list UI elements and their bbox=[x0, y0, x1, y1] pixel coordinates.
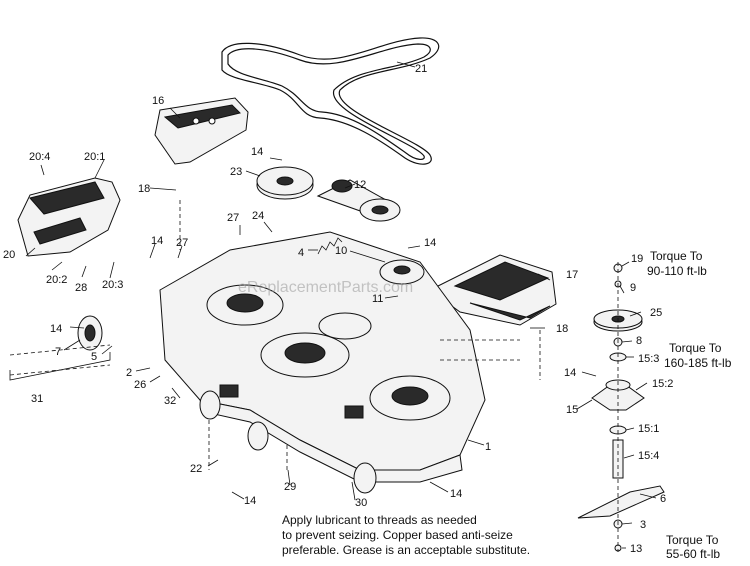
instruction-line-2: to prevent seizing. Copper based anti-se… bbox=[282, 528, 513, 542]
label-18-left: 18 bbox=[138, 183, 150, 195]
label-20: 20 bbox=[3, 249, 15, 261]
leader-lines bbox=[25, 61, 657, 549]
label-27-center: 27 bbox=[227, 212, 239, 224]
label-21: 21 bbox=[415, 63, 427, 75]
label-10: 10 bbox=[335, 245, 347, 257]
torque-note-3-line2: 55-60 ft-lb bbox=[666, 547, 720, 561]
label-14-top: 14 bbox=[251, 146, 263, 158]
label-20-4: 20:4 bbox=[29, 151, 50, 163]
label-19: 19 bbox=[631, 253, 643, 265]
label-3: 3 bbox=[640, 519, 646, 531]
label-25: 25 bbox=[650, 307, 662, 319]
label-30: 30 bbox=[355, 497, 367, 509]
torque-note-1-line2: 90-110 ft-lb bbox=[647, 264, 707, 278]
alignment-lines bbox=[9, 200, 619, 552]
torque-notes: Torque To 90-110 ft-lb Torque To 160-185… bbox=[647, 249, 732, 561]
label-11: 11 bbox=[372, 293, 383, 305]
torque-note-1-line1: Torque To bbox=[650, 249, 703, 263]
label-23: 23 bbox=[230, 166, 242, 178]
label-14-wheel: 14 bbox=[50, 323, 62, 335]
lubricant-instruction-note: Apply lubricant to threads as needed to … bbox=[282, 513, 530, 557]
label-15-4: 15:4 bbox=[638, 450, 659, 462]
bracket-31 bbox=[9, 352, 111, 381]
watermark: eReplacementParts.com bbox=[238, 279, 413, 296]
torque-note-2-line1: Torque To bbox=[669, 341, 722, 355]
label-22: 22 bbox=[190, 463, 202, 475]
label-29: 29 bbox=[284, 481, 296, 493]
mower-deck-housing bbox=[159, 231, 486, 483]
drive-belt bbox=[221, 37, 440, 165]
label-15-3: 15:3 bbox=[638, 353, 659, 365]
part-labels: 21 16 20:4 20:1 18 14 23 12 27 24 14 27 … bbox=[3, 63, 673, 555]
belt-cover bbox=[154, 97, 249, 165]
label-32: 32 bbox=[164, 395, 176, 407]
label-15: 15 bbox=[566, 404, 578, 416]
torque-note-2-line2: 160-185 ft-lb bbox=[664, 356, 732, 370]
label-27-left: 27 bbox=[176, 237, 188, 249]
label-14-bottom-left: 14 bbox=[244, 495, 256, 507]
label-2: 2 bbox=[126, 367, 132, 379]
label-6: 6 bbox=[660, 493, 666, 505]
label-8: 8 bbox=[636, 335, 642, 347]
label-28: 28 bbox=[75, 282, 87, 294]
label-20-2: 20:2 bbox=[46, 274, 67, 286]
label-24: 24 bbox=[252, 210, 264, 222]
label-9: 9 bbox=[630, 282, 636, 294]
label-31: 31 bbox=[31, 393, 43, 405]
label-14-spindle: 14 bbox=[564, 367, 576, 379]
idler-pulley-10 bbox=[379, 259, 425, 285]
label-18-right: 18 bbox=[556, 323, 568, 335]
idler-arm-assembly bbox=[316, 179, 401, 222]
left-deck-cover bbox=[17, 177, 121, 257]
label-26: 26 bbox=[134, 379, 146, 391]
label-14-left: 14 bbox=[151, 235, 163, 247]
right-deck-cover bbox=[429, 254, 557, 326]
gauge-wheel bbox=[77, 315, 103, 351]
label-5: 5 bbox=[91, 351, 97, 363]
label-20-3: 20:3 bbox=[102, 279, 123, 291]
label-16: 16 bbox=[152, 95, 164, 107]
label-12: 12 bbox=[354, 179, 366, 191]
spindle-pulley-23 bbox=[256, 166, 314, 200]
label-14-idler: 14 bbox=[424, 237, 436, 249]
label-1: 1 bbox=[485, 441, 491, 453]
instruction-line-3: preferable. Grease is an acceptable subs… bbox=[282, 543, 530, 557]
label-4: 4 bbox=[298, 247, 304, 259]
label-15-1: 15:1 bbox=[638, 423, 659, 435]
label-7: 7 bbox=[55, 346, 61, 358]
label-20-1: 20:1 bbox=[84, 151, 105, 163]
idler-spring bbox=[317, 237, 343, 255]
label-17: 17 bbox=[566, 269, 578, 281]
label-14-bottom-right: 14 bbox=[450, 488, 462, 500]
torque-note-3-line1: Torque To bbox=[666, 533, 719, 547]
label-13: 13 bbox=[630, 543, 642, 555]
deck-gauge-wheels bbox=[199, 390, 377, 494]
instruction-line-1: Apply lubricant to threads as needed bbox=[282, 513, 477, 527]
label-15-2: 15:2 bbox=[652, 378, 673, 390]
